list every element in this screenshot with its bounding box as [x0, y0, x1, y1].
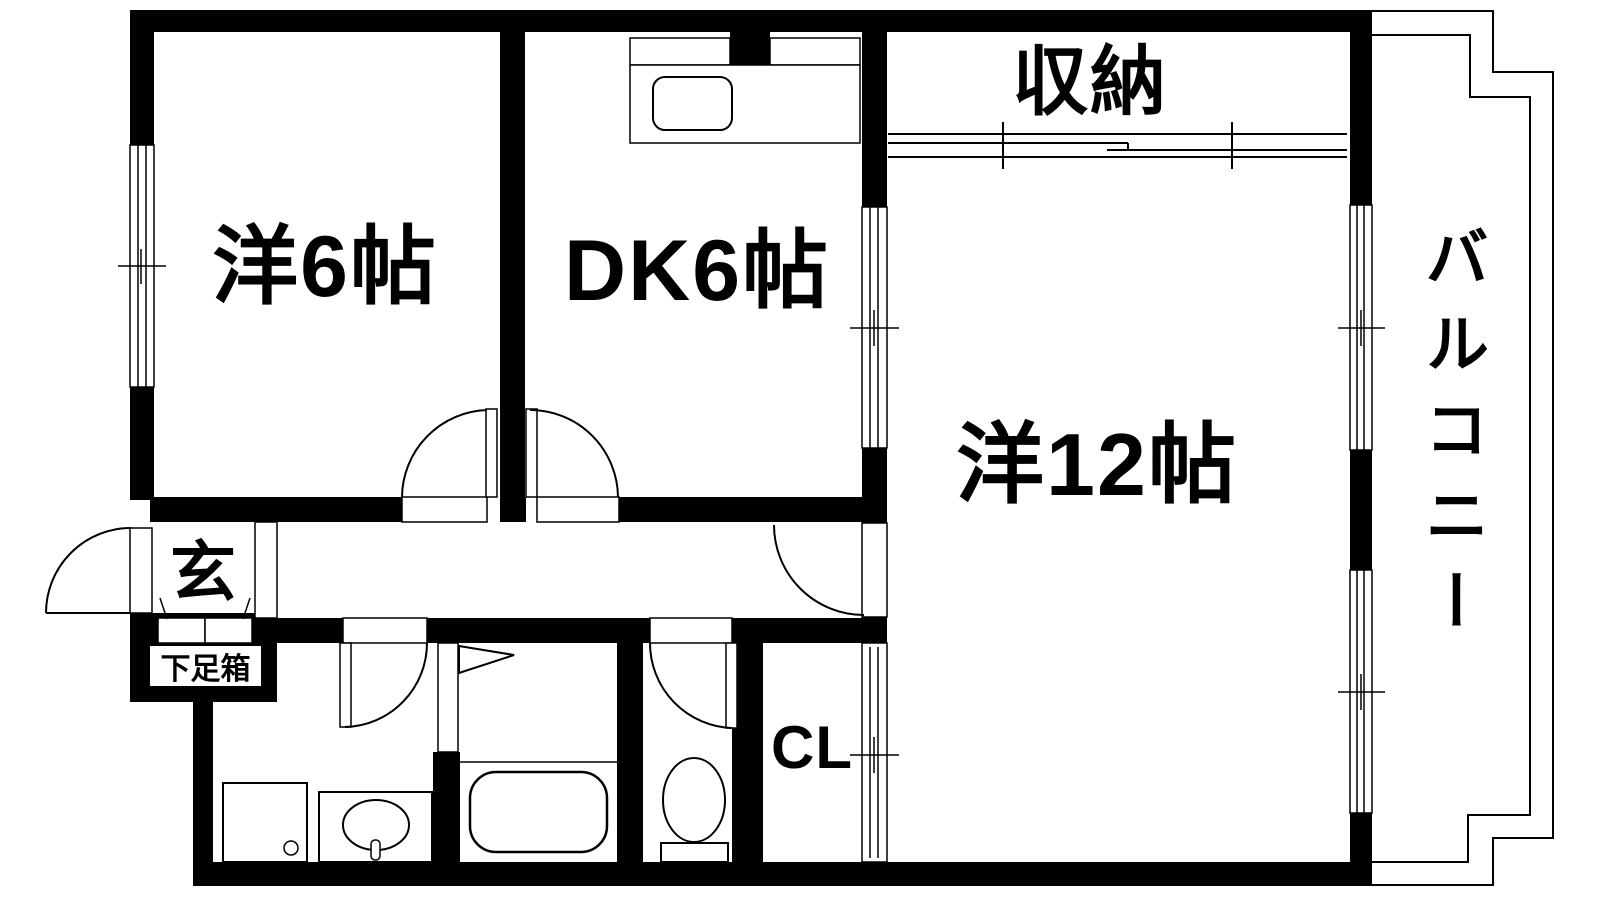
- door-sills: [157, 496, 888, 644]
- wall-right-upper: [1350, 32, 1372, 205]
- genkan-step-2: [204, 617, 253, 644]
- sill-dk-door: [536, 496, 620, 523]
- room-label-closet: CL: [771, 714, 853, 781]
- storage-sliding-door: [888, 122, 1347, 169]
- toilet-icon: [660, 757, 729, 863]
- doors: [45, 408, 865, 753]
- genkan-step-1: [157, 617, 206, 644]
- wall-hall-top-left: [150, 497, 402, 522]
- washroom-door: [339, 642, 428, 728]
- room-label-balcony: バルコニー: [1416, 224, 1488, 654]
- bathroom-folding-door: [437, 642, 515, 753]
- entrance-door: [45, 527, 153, 614]
- wall-top: [130, 10, 1372, 32]
- bathtub-icon: [460, 761, 617, 854]
- balcony-outer-rail: [1372, 10, 1554, 886]
- sill-west6-door: [401, 496, 488, 523]
- room-label-west12: 洋12帖: [956, 415, 1238, 514]
- wall-hall-bottom-2: [427, 618, 650, 643]
- genkan-hall-frame: [254, 521, 278, 619]
- genkan-step-marks: [159, 597, 251, 620]
- toilet-door: [649, 642, 738, 729]
- fixtures: [222, 37, 861, 863]
- window-dk-west12: [850, 206, 899, 449]
- wall-left-mid: [130, 387, 154, 500]
- wall-bath-toilet: [617, 643, 643, 862]
- window-west6-left: [118, 144, 166, 388]
- room-label-entrance: 玄: [170, 535, 238, 609]
- wall-dk-west12-mid: [862, 448, 887, 523]
- kitchen-counter: [629, 37, 861, 144]
- wall-hall-bottom-3: [732, 618, 862, 643]
- windows: [118, 144, 1385, 814]
- room-label-storage: 収納: [1012, 40, 1168, 125]
- wall-bottom: [193, 862, 1372, 886]
- kitchen-sink-icon: [652, 76, 733, 131]
- wall-west6-dk: [500, 32, 525, 498]
- gap-hall-west12-door: [861, 522, 888, 618]
- wall-left-bottom: [193, 700, 213, 886]
- balcony-outline: [1372, 10, 1554, 886]
- wall-left-upper: [130, 32, 154, 145]
- sill-washroom-door: [342, 617, 428, 644]
- washbasin-icon: [318, 791, 433, 863]
- room-label-west6: 洋6帖: [212, 219, 438, 315]
- wall-door-pillar: [500, 497, 526, 522]
- window-west12-balcony-lower: [1338, 569, 1385, 814]
- wall-dk-west12-upper: [862, 32, 887, 207]
- shoebox-label-box: 下足箱: [147, 643, 264, 689]
- balcony-inner-rail: [1372, 34, 1531, 863]
- wall-right-mid: [1350, 450, 1372, 570]
- washing-machine-pan-icon: [222, 782, 308, 863]
- west6-room-door: [401, 408, 498, 498]
- hall-west12-door: [773, 524, 865, 616]
- wall-wash-bath: [433, 752, 460, 862]
- room-label-dk: DK6帖: [563, 223, 831, 319]
- wall-dk-west12-lower: [862, 617, 887, 643]
- sliding-doors: [850, 122, 1347, 863]
- sill-toilet-door: [649, 617, 733, 644]
- wall-kitchen-stub: [730, 32, 770, 65]
- dk-room-door: [525, 408, 619, 498]
- closet-sliding-door: [850, 642, 899, 863]
- window-west12-balcony-upper: [1338, 204, 1385, 451]
- wall-hall-top-right: [619, 497, 862, 522]
